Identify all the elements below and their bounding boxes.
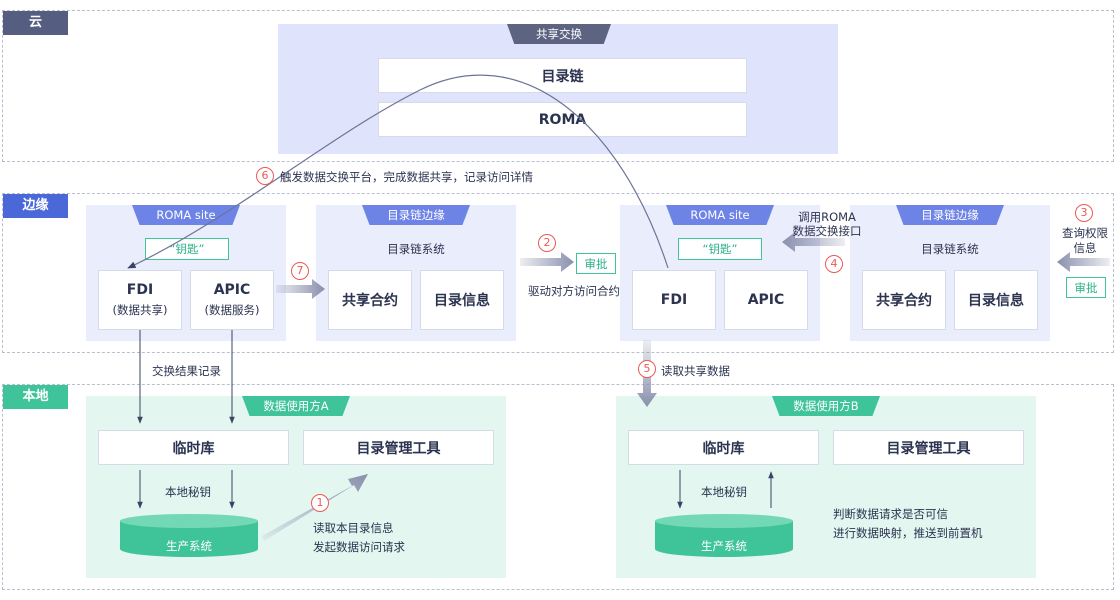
local-left-tool-label: 目录管理工具 [356, 440, 441, 457]
local-right-prod-cylinder [655, 514, 793, 557]
step4-badge: 4 [825, 255, 843, 273]
cloud-roma-box: ROMA [378, 102, 747, 137]
local-left-prod-cylinder [120, 514, 258, 557]
edge-right-key-badge: “钥匙” [678, 238, 762, 260]
local-right-tool-box: 目录管理工具 [833, 430, 1024, 465]
cloud-exchange-tab: 共享交换 [507, 24, 611, 44]
cloud-chain-label: 目录链 [541, 68, 584, 85]
edge-right-contract-label: 共享合约 [876, 293, 932, 309]
local-zone [2, 384, 1114, 590]
edge-right-fdi-box: FDI [632, 270, 716, 330]
local-right-prod-label: 生产系统 [701, 539, 747, 553]
edge-right-info-label: 目录信息 [968, 293, 1024, 309]
step4-text-2: 数据交换接口 [792, 224, 862, 238]
judge-text-1: 判断数据请求是否可信 [833, 507, 948, 521]
local-left-secret-key: 本地秘钥 [165, 485, 211, 499]
edge-right-approve-badge: 审批 [1066, 277, 1106, 298]
cloud-zone-tag: 云 [3, 11, 68, 35]
exchange-record-label: 交换结果记录 [152, 364, 221, 378]
local-right-tool-label: 目录管理工具 [886, 440, 971, 457]
edge-right-apic-label: APIC [747, 292, 785, 308]
local-right-tab: 数据使用方B [772, 396, 880, 416]
step2-text: 驱动对方访问合约 [528, 284, 620, 298]
edge-left-site-tab: ROMA site [132, 205, 240, 225]
edge-zone-tag: 边缘 [3, 194, 68, 218]
local-left-tab: 数据使用方A [242, 396, 350, 416]
step5-badge: 5 [638, 360, 656, 378]
step1-badge: 1 [311, 494, 329, 512]
edge-left-chain-system: 目录链系统 [387, 242, 445, 256]
edge-left-contract-label: 共享合约 [342, 293, 398, 309]
step4-text-1: 调用ROMA [798, 210, 856, 224]
step1-text-1: 读取本目录信息 [313, 521, 394, 535]
step3-text-1: 查询权限 [1062, 226, 1108, 240]
edge-left-fdi-title: FDI [126, 282, 154, 298]
edge-right-site-tab: ROMA site [666, 205, 774, 225]
edge-mid-approve-badge: 审批 [576, 253, 616, 274]
local-left-tempdb-box: 临时库 [98, 430, 289, 465]
step6-badge: 6 [256, 167, 274, 185]
edge-right-fdi-label: FDI [660, 292, 688, 308]
step6-text: 触发数据交换平台，完成数据共享，记录访问详情 [280, 170, 533, 184]
edge-right-contract-box: 共享合约 [862, 270, 946, 330]
step7-badge: 7 [291, 262, 309, 280]
edge-right-chain-tab: 目录链边缘 [896, 205, 1004, 225]
edge-right-apic-box: APIC [724, 270, 808, 330]
edge-right-chain-system: 目录链系统 [921, 242, 979, 256]
judge-text-2: 进行数据映射，推送到前置机 [833, 526, 983, 540]
edge-left-info-label: 目录信息 [434, 293, 490, 309]
edge-left-apic-box: APIC (数据服务) [190, 270, 274, 330]
edge-left-fdi-box: FDI (数据共享) [98, 270, 182, 330]
step3-badge: 3 [1075, 204, 1093, 222]
cloud-roma-label: ROMA [538, 111, 587, 128]
cloud-chain-box: 目录链 [378, 58, 747, 93]
local-left-prod-label: 生产系统 [166, 539, 212, 553]
edge-left-key-badge: “钥匙” [145, 238, 229, 260]
local-right-tempdb-label: 临时库 [702, 440, 745, 457]
step3-text-2: 信息 [1073, 241, 1097, 255]
local-left-tool-box: 目录管理工具 [303, 430, 494, 465]
edge-right-info-box: 目录信息 [954, 270, 1038, 330]
edge-left-chain-tab: 目录链边缘 [362, 205, 470, 225]
local-zone-tag: 本地 [3, 385, 68, 409]
local-left-tempdb-label: 临时库 [172, 440, 215, 457]
edge-left-info-box: 目录信息 [420, 270, 504, 330]
local-right-secret-key: 本地秘钥 [701, 485, 747, 499]
edge-left-contract-box: 共享合约 [328, 270, 412, 330]
edge-left-apic-title: APIC [213, 282, 251, 298]
step1-text-2: 发起数据访问请求 [313, 540, 405, 554]
edge-left-apic-sub: (数据服务) [204, 303, 260, 317]
step2-badge: 2 [538, 234, 556, 252]
local-right-tempdb-box: 临时库 [628, 430, 819, 465]
edge-left-fdi-sub: (数据共享) [112, 303, 168, 317]
step5-text: 读取共享数据 [661, 364, 730, 378]
